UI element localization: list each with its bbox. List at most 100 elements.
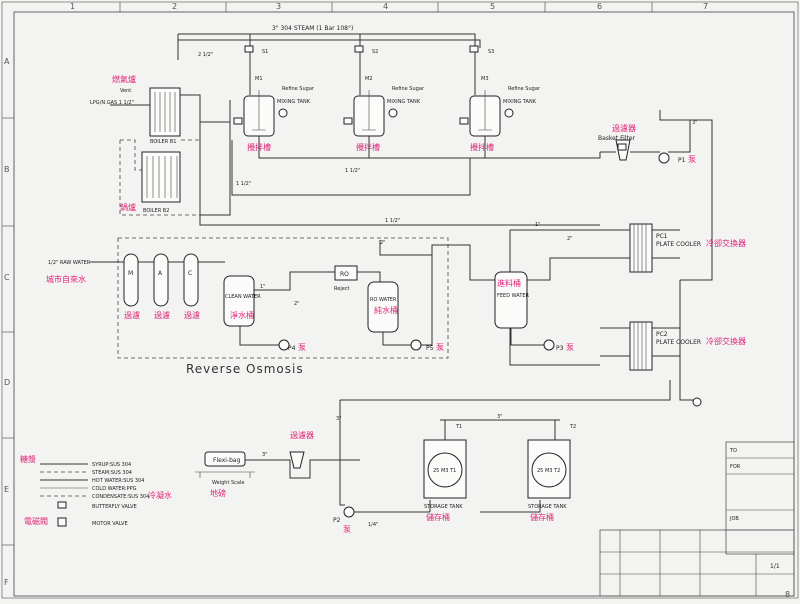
pump-p3-note: 泵: [566, 343, 574, 352]
ro-water-label: RO WATER: [370, 297, 397, 303]
legend-syrup-note: 糖漿: [20, 454, 36, 464]
refine-sugar-2: Refine Sugar: [392, 86, 425, 92]
filter-a: A: [158, 270, 163, 277]
fuel-inlet-label: LPG/N.GAS 1 1/2": [90, 100, 134, 106]
clean-water-note: 淨水桶: [230, 310, 254, 320]
t1-note: 儲存桶: [426, 512, 450, 522]
boiler-b1: [149, 87, 181, 137]
legend-motor-valve-note: 電磁閥: [24, 516, 48, 526]
legend-hot-water: HOT WATER:SUS 304: [92, 478, 144, 484]
pc2-note: 冷卻交換器: [706, 336, 746, 346]
reject-label: Reject: [334, 286, 350, 292]
plate-cooler-pc1: [629, 223, 653, 273]
pump-p1-label: P1: [678, 157, 686, 164]
pump-p5: [410, 339, 422, 351]
pump-p3-label: P3: [556, 345, 564, 352]
pump-p2: [343, 506, 355, 518]
t2-tag: T2: [569, 424, 576, 430]
pipe-size: 1 1/2": [385, 218, 400, 224]
pipe-size: 2": [380, 240, 385, 246]
pc2-tag: PC2: [656, 331, 668, 338]
row-label: F: [4, 578, 9, 587]
legend-syrup: SYRUP:SUS 304: [92, 462, 131, 468]
mixing-tank-3-note: 攪拌槽: [470, 142, 494, 152]
junction: [692, 397, 702, 407]
legend-steam: STEAM:SUS 304: [92, 470, 132, 476]
t2-note: 儲存桶: [530, 512, 554, 522]
t1-label: STORAGE TANK: [424, 504, 463, 510]
mixing-tank-1: [233, 90, 288, 137]
storage-tank-t2: [527, 439, 571, 499]
legend-condensate-note: 冷凝水: [148, 490, 172, 500]
boiler-b2-note: 鍋爐: [120, 202, 136, 212]
legend-cold-water: COLD WATER:PPG: [92, 486, 137, 492]
weight-scale-label: Weight Scale: [212, 480, 244, 486]
pipe-size: 1/4": [368, 522, 378, 528]
pc1-tag: PC1: [656, 233, 668, 240]
pipe-size: 1": [535, 222, 540, 228]
filter-m: M: [128, 270, 133, 277]
col-label: 2: [172, 2, 177, 11]
pump-p1-note: 泵: [688, 155, 696, 164]
pipe-size: 3": [692, 120, 697, 126]
col-label: 4: [383, 2, 388, 11]
grid-row-labels: A B C D E F: [4, 57, 10, 587]
pipe-size: 3": [336, 416, 341, 422]
pump-p4-note: 泵: [298, 343, 306, 352]
pc1-label: PLATE COOLER: [656, 241, 701, 248]
clean-water-label: CLEAN WATER: [225, 294, 261, 300]
pump-p5-label: P5: [426, 345, 434, 352]
tb-for: FOR: [730, 464, 741, 470]
plate-cooler-pc2: [629, 321, 653, 371]
filter-note: 過濾: [184, 310, 200, 320]
motor-tag: M3: [481, 76, 489, 82]
flexibag: [195, 451, 255, 478]
clean-water-tank: [223, 275, 255, 327]
t2-label: STORAGE TANK: [528, 504, 567, 510]
valve-tag: S3: [488, 49, 494, 55]
row-label: C: [4, 273, 10, 282]
raw-water-inlet: 1/2" RAW WATER: [48, 260, 91, 266]
pipe-size: 1 1/2": [345, 168, 360, 174]
pc1-note: 冷卻交換器: [706, 238, 746, 248]
tb-to: TO: [729, 448, 737, 454]
tb-sheet: 1/1: [770, 563, 780, 570]
mixing-tank-2-label: MIXING TANK: [387, 99, 421, 105]
mixing-tank-2-note: 攪拌槽: [356, 142, 380, 152]
inline-filter: [289, 451, 305, 469]
row-label: B: [4, 165, 10, 174]
grid-column-labels: 1 2 3 4 5 6 7 8: [70, 2, 790, 599]
filter-note: 過濾: [124, 310, 140, 320]
pump-p2-label: P2: [333, 517, 341, 524]
steam-header-label: 3" 304 STEAM (1 Bar 108°): [272, 25, 353, 32]
t1-tag: T1: [455, 424, 462, 430]
mixing-tank-3-label: MIXING TANK: [503, 99, 537, 105]
pump-p4: [278, 339, 290, 351]
motor-tag: M1: [255, 76, 263, 82]
tb-job: JOB: [729, 516, 739, 522]
boiler-vent-label: Vent: [120, 88, 131, 94]
row-label: E: [4, 485, 9, 494]
ro-unit: [334, 265, 358, 281]
col-label: 6: [597, 2, 602, 11]
pipe-size: 3": [262, 452, 267, 458]
mixing-tank-2: [343, 90, 398, 137]
pump-p1: [658, 152, 670, 164]
flexibag-note: 地磅: [210, 488, 226, 498]
boiler-b1-label: BOILER B1: [150, 139, 176, 145]
motor-tag: M2: [365, 76, 373, 82]
legend-condensate: CONDENSATE:SUS 304: [92, 494, 149, 500]
raw-water-note: 城市自來水: [46, 274, 86, 284]
refine-sugar-1: Refine Sugar: [282, 86, 315, 92]
valve-tag: S1: [262, 49, 268, 55]
pump-p3: [543, 339, 555, 351]
pc2-label: PLATE COOLER: [656, 339, 701, 346]
mixing-tank-1-label: MIXING TANK: [277, 99, 311, 105]
pipe-size: 2 1/2": [198, 52, 213, 58]
legend-motor-valve: MOTOR VALVE: [92, 521, 128, 527]
t1-capacity: 25 M3 T1: [433, 468, 456, 474]
pump-p2-note: 泵: [343, 525, 351, 534]
legend-butterfly: BUTTERFLY VALVE: [92, 504, 137, 510]
filter-note: 過濾: [154, 310, 170, 320]
